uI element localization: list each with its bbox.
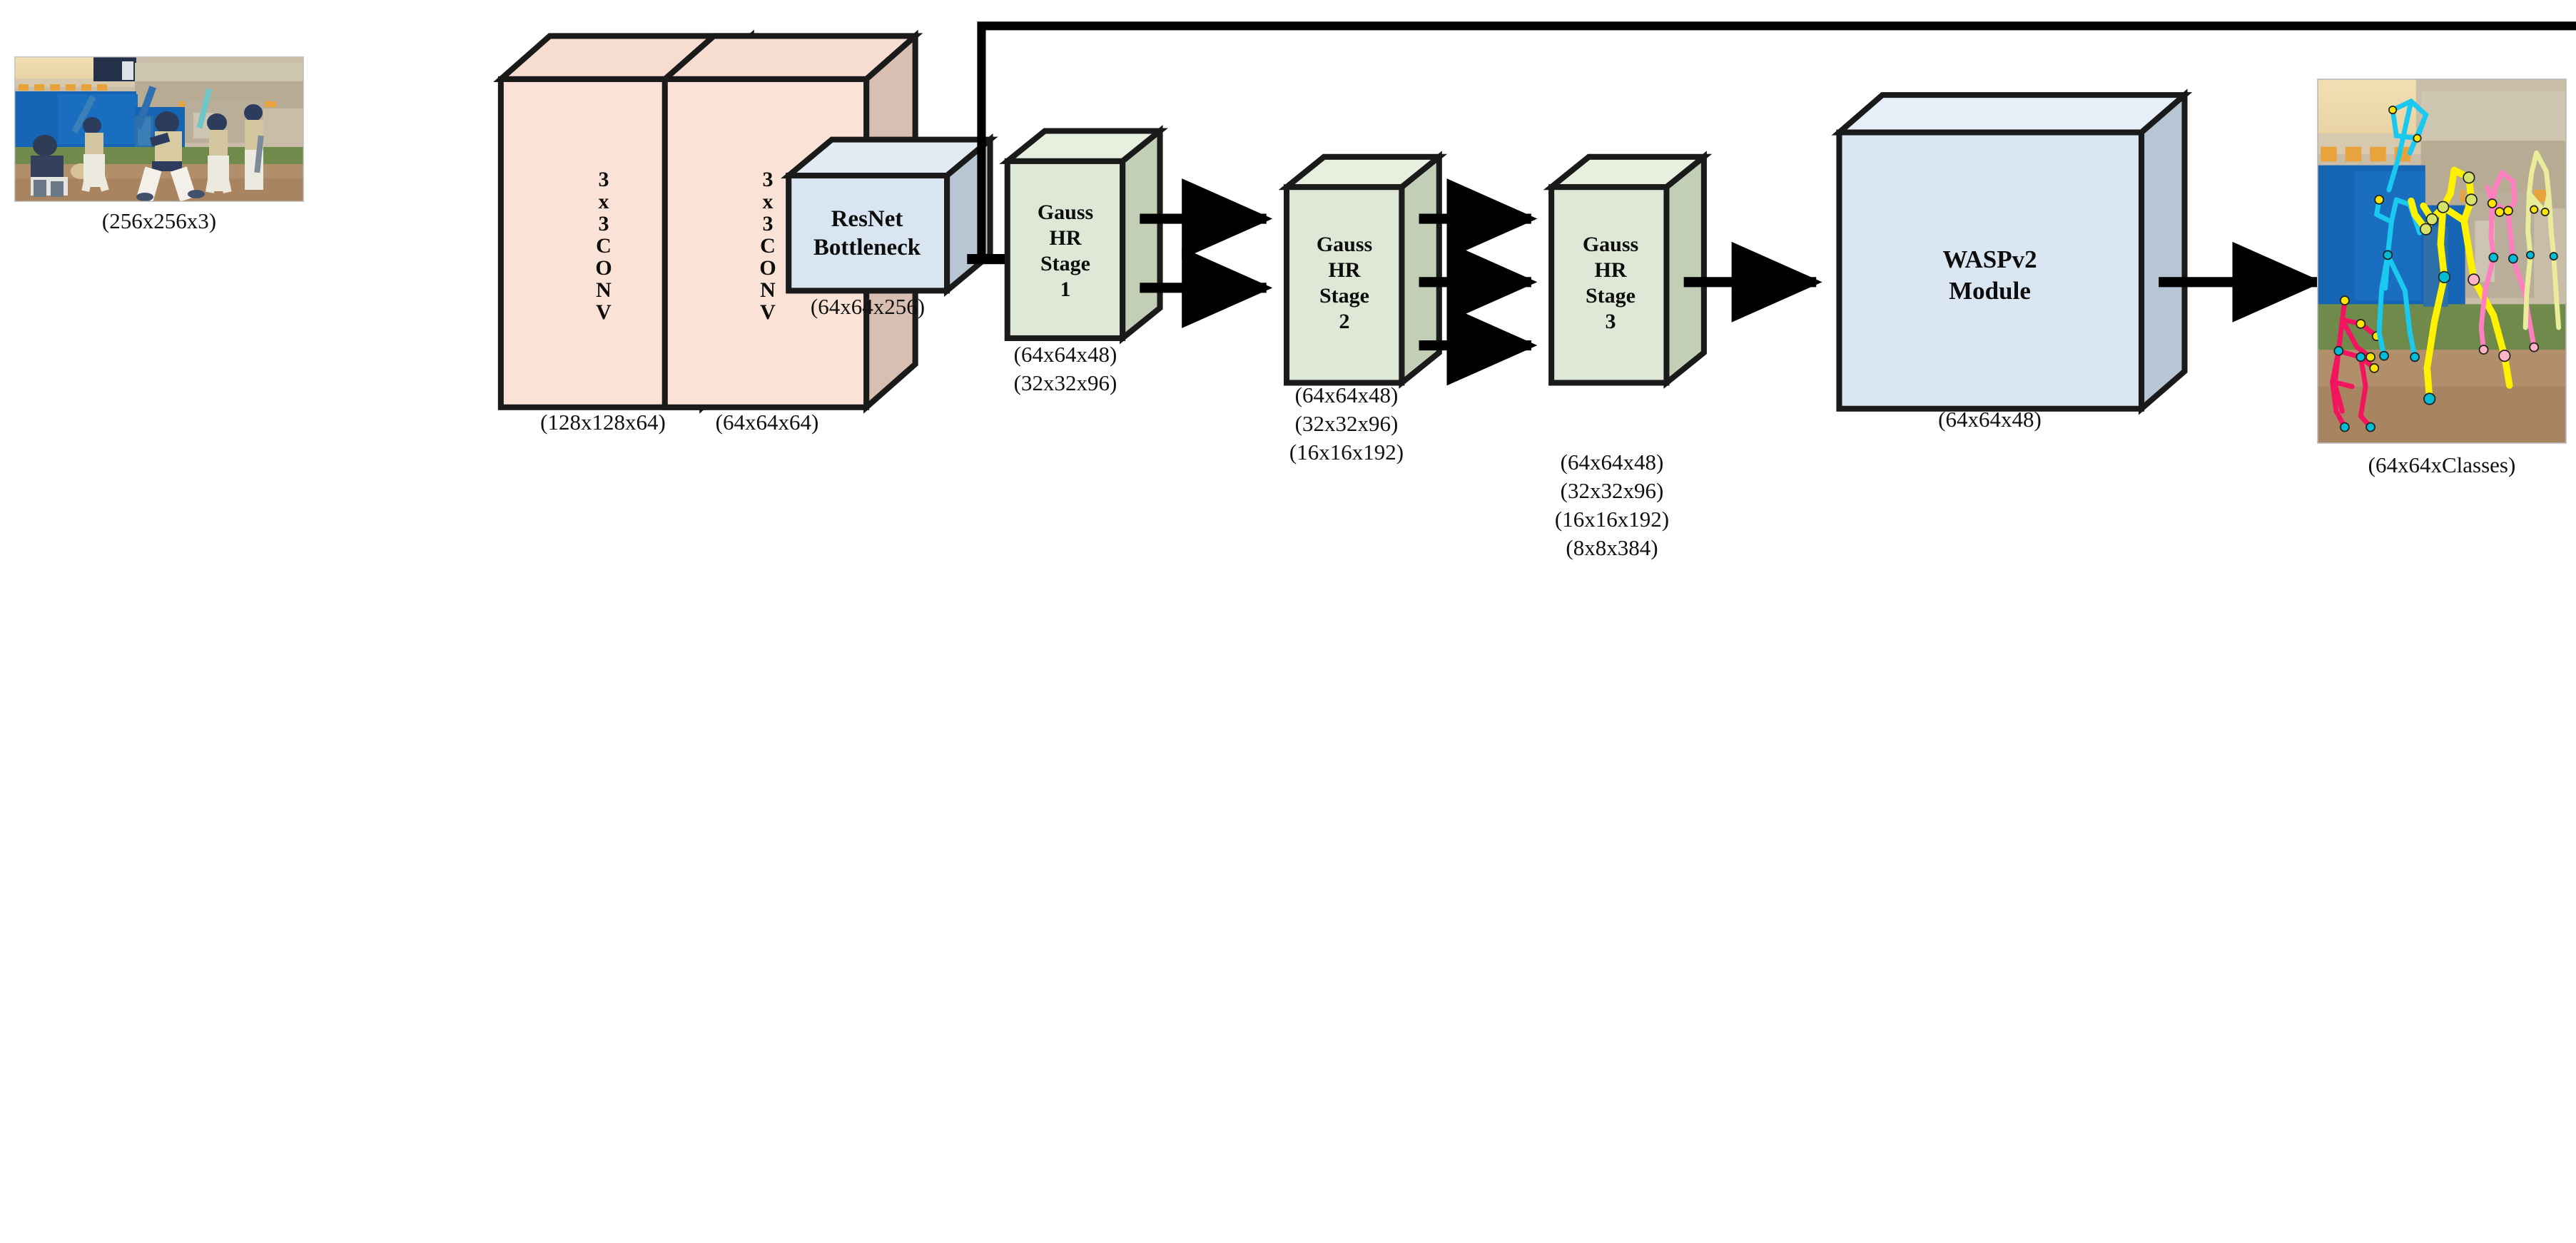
block-gauss3-caption: (64x64x48) (32x32x96) (16x16x192) (8x8x3… [1554,450,1670,560]
output-photo-caption: (64x64xClasses) [2368,452,2516,477]
input-photo-illustration [15,57,303,201]
block-conv1-label: 3 x 3 C O N V [595,168,612,324]
input-photo [14,56,304,202]
block-gauss1 [999,125,1168,345]
block-gauss3 [1543,151,1713,389]
input-photo-caption: (256x256x3) [101,208,217,233]
block-resnet [781,133,998,298]
block-resnet-caption: (64x64x256) [810,294,926,319]
block-gauss2-label: Gauss HR Stage 2 [1316,233,1373,333]
block-conv2-caption: (64x64x64) [715,410,819,435]
architecture-diagram: (256x256x3) [14,21,2576,560]
skip-connection-resnet-to-waspv2 [977,21,2576,260]
block-conv1-caption: (128x128x64) [540,410,666,435]
block-gauss1-label: Gauss HR Stage 1 [1037,201,1094,301]
block-waspv2-caption: (64x64x48) [1938,407,2042,432]
block-resnet-label: ResNet Bottleneck [813,206,921,260]
block-gauss1-caption: (64x64x48) (32x32x96) [1013,342,1117,395]
block-conv2-label: 3 x 3 C O N V [759,168,776,324]
block-gauss3-label: Gauss HR Stage 3 [1582,233,1639,333]
block-gauss2 [1278,151,1448,389]
block-waspv2-label: WASPv2 Module [1942,245,2037,305]
output-photo-illustration [2318,79,2566,443]
output-photo [2317,78,2567,444]
block-gauss2-caption: (64x64x48) (32x32x96) (16x16x192) [1289,382,1404,465]
block-waspv2 [1831,88,2193,415]
